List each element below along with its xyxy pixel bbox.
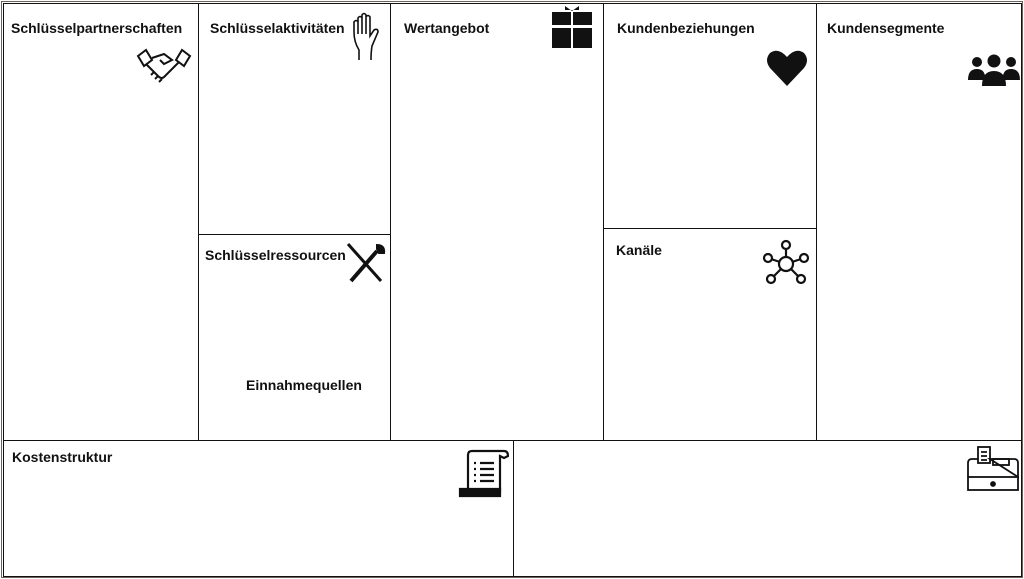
cost-structure-label: Kostenstruktur <box>12 449 113 465</box>
heart-icon <box>767 50 807 86</box>
network-icon <box>762 239 810 285</box>
receipt-icon <box>458 449 510 498</box>
channels-label: Kanäle <box>616 242 662 258</box>
customer-relationships-box: Kundenbeziehungen <box>603 3 818 230</box>
key-activities-box: Schlüsselaktivitäten <box>198 3 392 236</box>
gift-icon <box>552 6 592 48</box>
customer-segments-box: Kundensegmente <box>816 3 1022 442</box>
channels-box: Kanäle <box>603 228 818 442</box>
key-resources-label: Schlüsselressourcen <box>205 247 346 263</box>
key-activities-label: Schlüsselaktivitäten <box>210 20 345 36</box>
revenue-streams-box <box>513 440 1022 577</box>
value-proposition-label: Wertangebot <box>404 20 490 36</box>
handshake-icon <box>136 48 192 83</box>
key-partners-label: Schlüsselpartnerschaften <box>11 20 183 36</box>
customer-relationships-label: Kundenbeziehungen <box>617 20 755 36</box>
key-partners-box: Schlüsselpartnerschaften <box>3 3 200 442</box>
revenue-streams-label: Einnahmequellen <box>246 377 362 393</box>
hand-icon <box>353 12 379 61</box>
value-proposition-box: Wertangebot <box>390 3 605 442</box>
users-icon <box>968 54 1020 86</box>
customer-segments-label: Kundensegmente <box>827 20 945 36</box>
cost-structure-box: Kostenstruktur <box>3 440 515 577</box>
key-resources-box: Schlüsselressourcen Einnahmequellen <box>198 234 392 442</box>
cash-register-icon <box>967 446 1019 491</box>
tools-icon <box>346 243 386 283</box>
